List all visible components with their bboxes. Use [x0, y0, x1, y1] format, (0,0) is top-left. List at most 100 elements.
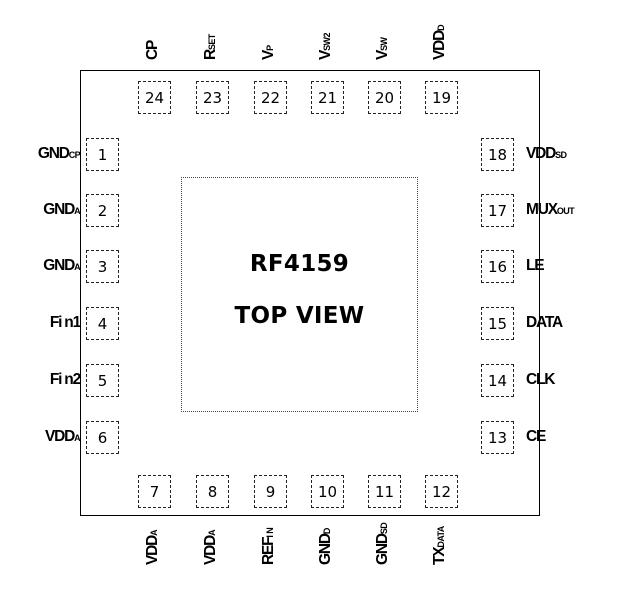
- pin-number: 2: [97, 201, 108, 220]
- pin-number: 1: [97, 145, 108, 164]
- pin-number: 5: [97, 371, 108, 390]
- pin-subscript: P: [265, 45, 275, 51]
- pin-label: GNDD: [317, 528, 336, 565]
- pin-pad: 3: [86, 250, 119, 283]
- pin-number: 4: [97, 314, 108, 333]
- pin-name: V: [260, 50, 277, 60]
- pin-pad: 22: [254, 81, 287, 114]
- view-label: TOP VIEW: [234, 303, 365, 329]
- pin-pad: 7: [138, 475, 171, 508]
- pin-name: R: [202, 50, 219, 60]
- pin-label: MUXOUT: [526, 201, 575, 220]
- pin-pad: 23: [196, 81, 229, 114]
- pin-subscript: A: [74, 433, 80, 443]
- pin-subscript: SD: [379, 522, 389, 535]
- pin-label: LE: [526, 257, 545, 275]
- pin-label: VDDA: [202, 530, 221, 565]
- pin-name: Fi n2: [49, 371, 81, 388]
- pin-label: GNDSD: [374, 523, 393, 565]
- pin-pad: 2: [86, 194, 119, 227]
- pin-label: DATA: [526, 314, 563, 332]
- pin-label: VSW: [374, 38, 393, 60]
- pin-number: 9: [265, 482, 276, 501]
- pin-name: LE: [526, 257, 545, 274]
- pin-name: Fi n1: [49, 314, 81, 331]
- die-area: [181, 177, 418, 412]
- pin-name: DATA: [526, 314, 563, 331]
- pin-subscript: A: [74, 206, 80, 216]
- pin-number: 8: [207, 482, 218, 501]
- pin-pad: 16: [481, 250, 514, 283]
- pin-pad: 6: [86, 421, 119, 454]
- pin-pad: 1: [86, 138, 119, 171]
- pin-subscript: A: [74, 262, 80, 272]
- pin-number: 12: [431, 482, 452, 501]
- pin-number: 24: [144, 88, 165, 107]
- pin-number: 17: [487, 201, 508, 220]
- pin-subscript: A: [207, 529, 217, 536]
- pin-number: 13: [487, 428, 508, 447]
- pin-label: VDDA: [144, 530, 163, 565]
- pin-subscript: SET: [207, 34, 217, 50]
- pin-number: 23: [202, 88, 223, 107]
- pin-pad: 9: [254, 475, 287, 508]
- pin-name: VDD: [202, 535, 219, 565]
- pin-subscript: CP: [68, 150, 81, 160]
- pin-number: 18: [487, 145, 508, 164]
- pin-pad: 8: [196, 475, 229, 508]
- pin-subscript: OUT: [556, 206, 575, 216]
- pin-number: 11: [374, 482, 395, 501]
- pin-pad: 19: [425, 81, 458, 114]
- pin-number: 16: [487, 257, 508, 276]
- pin-pad: 18: [481, 138, 514, 171]
- pin-pad: 13: [481, 421, 514, 454]
- pin-number: 21: [317, 88, 338, 107]
- pin-name: CE: [526, 428, 546, 445]
- pin-number: 19: [431, 88, 452, 107]
- pin-name: CP: [144, 40, 161, 60]
- pin-pad: 17: [481, 194, 514, 227]
- pin-name: GND: [37, 145, 70, 162]
- pin-number: 10: [317, 482, 338, 501]
- pin-name: VDD: [144, 535, 161, 565]
- pin-name: GND: [43, 201, 75, 218]
- pin-number: 22: [260, 88, 281, 107]
- pin-pad: 24: [138, 81, 171, 114]
- pin-pad: 14: [481, 364, 514, 397]
- pin-label: CLK: [526, 371, 555, 389]
- pin-pad: 11: [368, 475, 401, 508]
- pin-number: 7: [149, 482, 160, 501]
- pin-name: MUX: [526, 201, 558, 218]
- pin-label: GNDA: [43, 201, 80, 220]
- pin-subscript: SD: [555, 150, 567, 160]
- ic-package-outline: [80, 70, 540, 516]
- pin-pad: 5: [86, 364, 119, 397]
- pin-subscript: I N: [265, 527, 275, 538]
- pin-pad: 15: [481, 307, 514, 340]
- pin-name: V: [374, 50, 391, 60]
- pin-number: 14: [487, 371, 508, 390]
- pin-label: REFI N: [260, 528, 279, 565]
- pin-name: V: [317, 50, 334, 60]
- pin-label: CP: [144, 41, 162, 60]
- pin-label: CE: [526, 428, 546, 446]
- pin-name: TX: [431, 547, 448, 565]
- pin-label: GNDA: [43, 257, 80, 276]
- pin-name: GND: [374, 534, 391, 565]
- pin-pad: 12: [425, 475, 458, 508]
- pin-name: VDD: [526, 145, 556, 162]
- pin-subscript: D: [322, 528, 332, 535]
- pin-label: VDDA: [44, 428, 81, 447]
- chip-name: RF4159: [249, 251, 350, 277]
- pin-label: Fi n2: [49, 371, 81, 389]
- pin-name: GND: [43, 257, 75, 274]
- pin-name: GND: [317, 534, 334, 565]
- pin-label: Fi n1: [49, 314, 81, 332]
- pin-label: GNDCP: [37, 145, 81, 164]
- pin-label: RSET: [202, 34, 221, 60]
- pin-name: VDD: [44, 428, 75, 445]
- pin-label: TXDATA: [431, 526, 450, 565]
- pin-number: 20: [374, 88, 395, 107]
- pin-subscript: DATA: [436, 526, 446, 548]
